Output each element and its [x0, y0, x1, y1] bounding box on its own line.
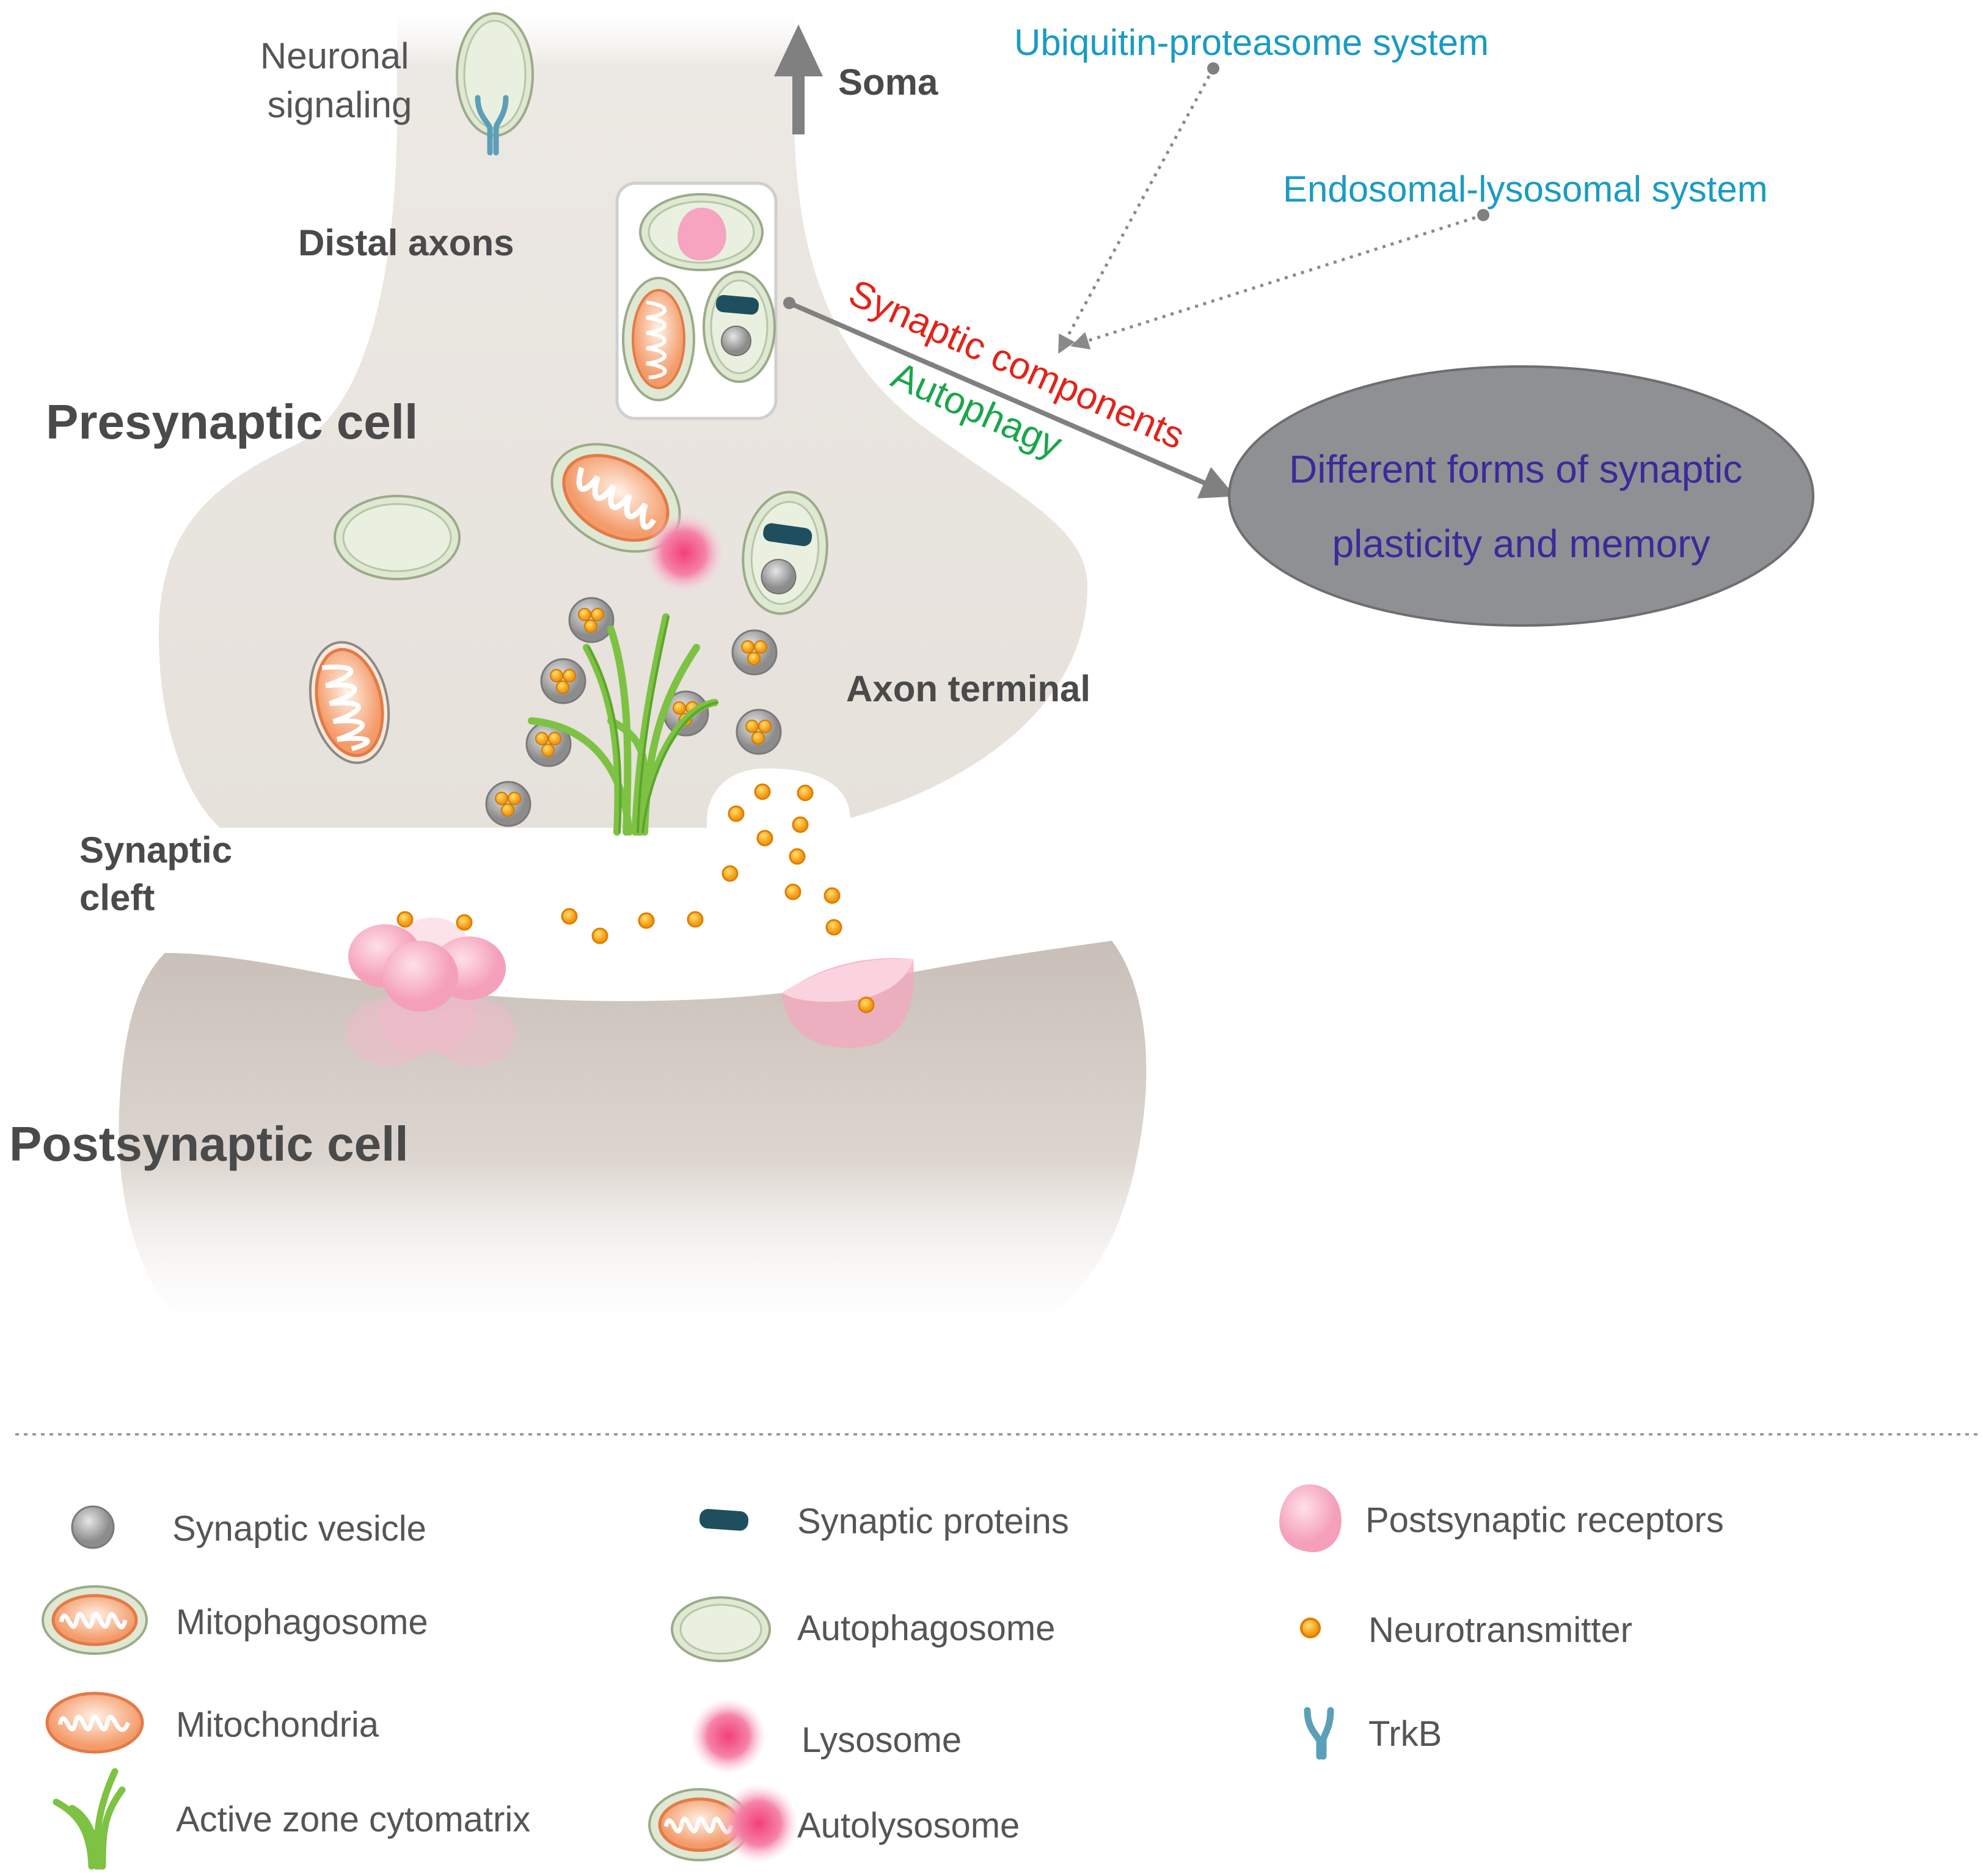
legend-postsynaptic-receptors: Postsynaptic receptors: [1279, 1484, 1724, 1552]
svg-text:Postsynaptic receptors: Postsynaptic receptors: [1365, 1500, 1724, 1540]
legend-synaptic-proteins: Synaptic proteins: [699, 1502, 1069, 1541]
autophagosome: [334, 495, 461, 580]
ups-label: Ubiquitin-proteasome system: [1014, 22, 1489, 63]
svg-text:TrkB: TrkB: [1368, 1714, 1442, 1754]
autophagosome-icon: [671, 1596, 771, 1662]
legend-lysosome: Lysosome: [690, 1698, 962, 1774]
legend-synaptic-vesicle: Synaptic vesicle: [71, 1505, 426, 1549]
neuronal-signaling-autophagosome: [456, 12, 534, 137]
neuronal-signaling-label: Neuronal signaling: [260, 35, 419, 125]
legend-trkb: TrkB: [1304, 1707, 1442, 1760]
autolysosome-icon: [648, 1784, 798, 1863]
legend-autolysosome: Autolysosome: [648, 1784, 1020, 1863]
mitophagosome: [550, 443, 681, 553]
active-zone-cytomatrix-shade: [588, 616, 718, 833]
soma-label: Soma: [838, 62, 938, 103]
svg-text:Autolysosome: Autolysosome: [797, 1806, 1020, 1845]
legend-autophagosome: Autophagosome: [671, 1596, 1055, 1662]
svg-text:Mitochondria: Mitochondria: [176, 1705, 379, 1745]
axon-terminal-label: Axon terminal: [846, 668, 1090, 709]
lysosome: [645, 513, 724, 593]
synaptic-cleft-label: Synaptic cleft: [79, 830, 243, 918]
postsynaptic-receptor-right: [782, 958, 914, 1048]
outcome-text: Different forms of synaptic plasticity a…: [1289, 447, 1753, 566]
postsynaptic-receptor-cluster: [347, 911, 516, 1066]
lysosome-icon: [690, 1698, 766, 1774]
legend-active-zone-cytomatrix: Active zone cytomatrix: [53, 1768, 530, 1870]
svg-text:Active zone cytomatrix: Active zone cytomatrix: [176, 1800, 530, 1839]
legend-mitochondria: Mitochondria: [45, 1692, 379, 1754]
svg-text:Mitophagosome: Mitophagosome: [176, 1602, 428, 1642]
els-label: Endosomal-lysosomal system: [1283, 169, 1768, 210]
presynaptic-cell-label: Presynaptic cell: [46, 395, 418, 449]
svg-text:Neurotransmitter: Neurotransmitter: [1368, 1610, 1632, 1650]
synaptic-proteins-icon: [699, 1509, 749, 1531]
svg-text:Autophagosome: Autophagosome: [797, 1608, 1055, 1648]
neurotransmitter-icon: [1300, 1618, 1321, 1638]
outcome-ellipse: Different forms of synaptic plasticity a…: [1228, 365, 1814, 627]
autophagosome-cargo: [742, 491, 828, 615]
active-zone-cytomatrix: [528, 613, 718, 836]
active-zone-cytomatrix-icon: [53, 1768, 126, 1870]
mitochondria-icon: [45, 1692, 144, 1754]
distal-axons-box: [615, 181, 795, 420]
svg-text:Synaptic proteins: Synaptic proteins: [797, 1502, 1069, 1541]
postsynaptic-cell-label: Postsynaptic cell: [9, 1117, 409, 1171]
legend-mitophagosome: Mitophagosome: [42, 1585, 428, 1655]
legend-neurotransmitter: Neurotransmitter: [1300, 1610, 1632, 1650]
distal-axons-label: Distal axons: [298, 222, 514, 263]
synaptic-vesicle-icon: [71, 1505, 115, 1549]
trkb-legend-icon: [1304, 1707, 1334, 1760]
mitochondrion: [309, 641, 390, 764]
svg-text:Synaptic vesicle: Synaptic vesicle: [172, 1509, 426, 1549]
mitophagosome-icon: [42, 1585, 148, 1655]
postsynaptic-receptors-icon: [1279, 1484, 1342, 1552]
pathway-arrows: [788, 62, 1489, 498]
svg-text:Lysosome: Lysosome: [802, 1720, 962, 1760]
soma-arrow-icon: [774, 24, 823, 134]
trkb-icon: [475, 95, 509, 156]
legend: Synaptic vesicle Mitophagosome Mitochond…: [42, 1484, 1724, 1870]
